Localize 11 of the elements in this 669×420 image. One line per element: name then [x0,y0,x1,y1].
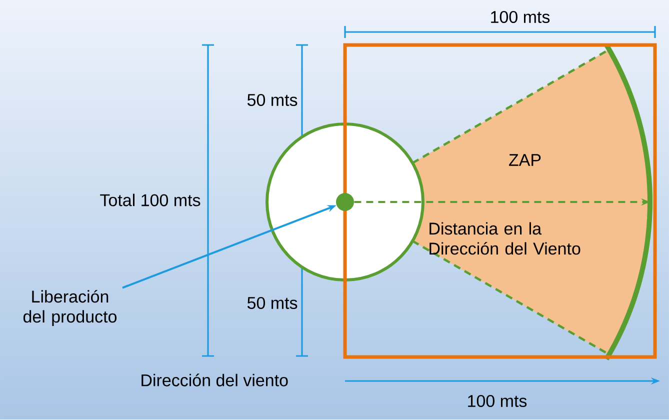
dimension-label: 100 mts [491,10,550,24]
area-square [343,43,657,359]
release-point [336,193,354,211]
dimension-label: 100 mts [468,394,527,408]
dimension-label: 50 mts [247,296,298,310]
dimension-label: 50 mts [247,94,298,106]
dimension-label: Total 100 mts [100,194,200,206]
callout-text: Liberación del producto [23,290,117,326]
hazard-zone-sector: ZAP Distancia en la Dirección del Viento [412,44,652,360]
direction-label: Dirección del viento [142,374,288,386]
isolation-circle [266,122,424,282]
